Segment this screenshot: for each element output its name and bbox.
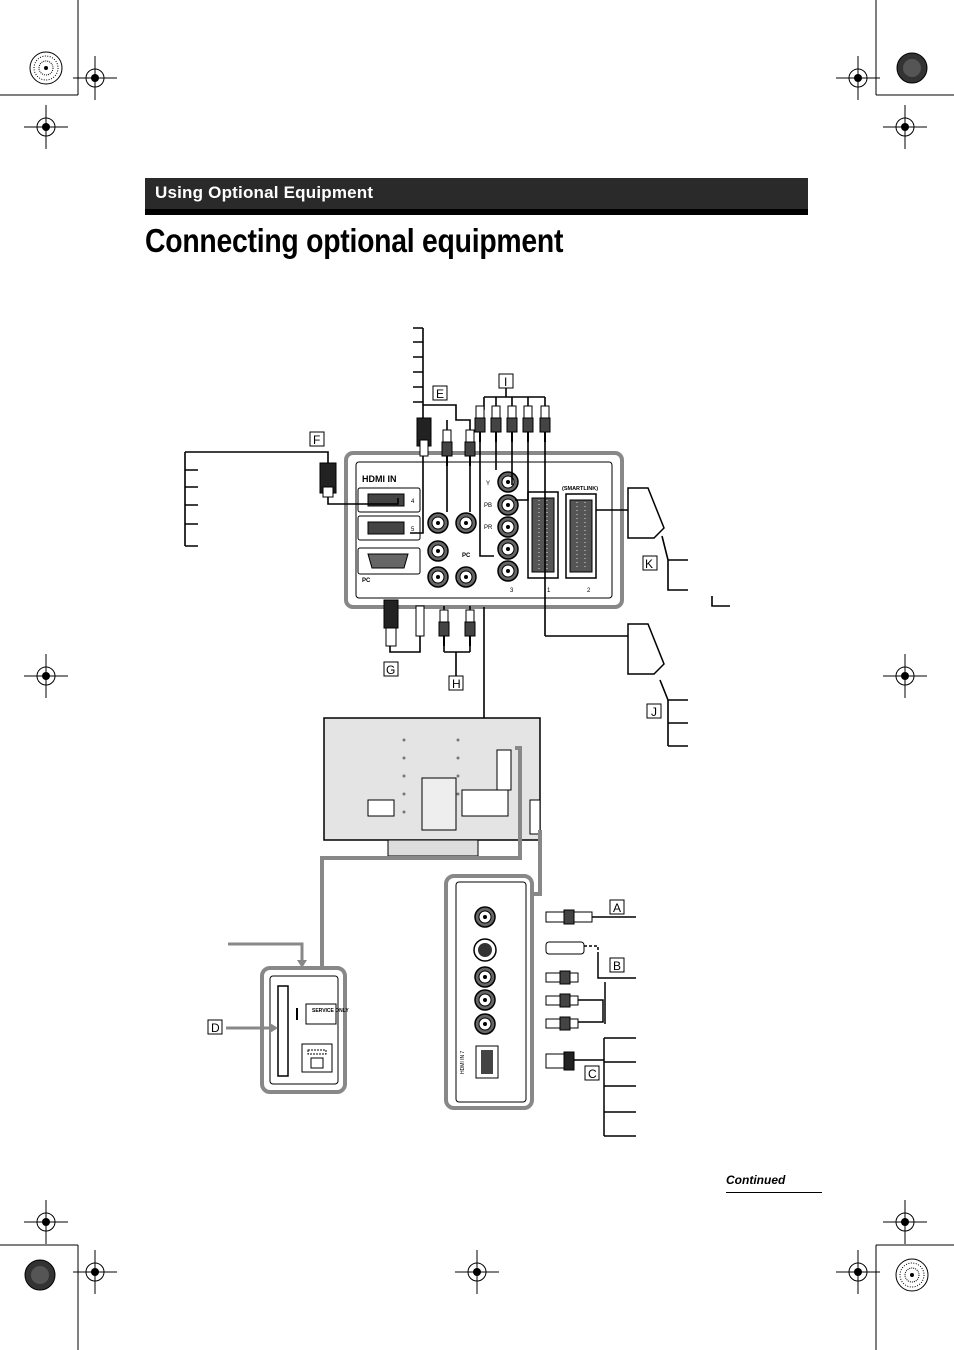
svg-text:PB: PB xyxy=(484,503,492,509)
hdmi-port-4: 4 xyxy=(357,487,421,513)
callout-f: F xyxy=(309,431,325,447)
callout-i: I xyxy=(498,373,514,389)
svg-text:A: A xyxy=(613,901,621,915)
svg-text:G: G xyxy=(386,663,395,677)
pc-audio-jack xyxy=(427,540,449,562)
svg-text:PR: PR xyxy=(484,525,493,531)
svg-text:C: C xyxy=(588,1067,597,1081)
svg-text:5: 5 xyxy=(411,527,415,533)
scart-2-smartlink-port: (SMARTLINK) 2 xyxy=(562,486,598,594)
svg-text:J: J xyxy=(651,705,657,719)
hdmi-port-7 xyxy=(475,1045,499,1079)
svg-text:E: E xyxy=(436,387,444,401)
svg-text:D: D xyxy=(211,1021,220,1035)
callout-e: E xyxy=(432,385,448,401)
service-arrows xyxy=(226,942,304,1030)
svg-text:F: F xyxy=(313,433,320,447)
video-in-jack xyxy=(474,966,496,988)
continued-note: Continued xyxy=(726,1173,786,1187)
svg-text:2: 2 xyxy=(587,588,591,594)
svg-text:I: I xyxy=(504,375,507,389)
rear-connector-panel: HDMI IN 4 5 PC PC Y PB PR 3 xyxy=(344,451,624,609)
audio-jack xyxy=(427,512,449,534)
page-title: Connecting optional equipment xyxy=(145,222,564,259)
audio-out-right-jack xyxy=(455,566,477,588)
svg-text:(SMARTLINK): (SMARTLINK) xyxy=(562,486,598,492)
audio-l-jack xyxy=(474,989,496,1011)
callout-b: B xyxy=(609,957,625,973)
callout-a: A xyxy=(609,899,625,915)
svg-text:SERVICE ONLY: SERVICE ONLY xyxy=(312,1008,349,1014)
component-pb-jack xyxy=(497,494,519,516)
audio-jack xyxy=(455,512,477,534)
hdmi-in-label: HDMI IN xyxy=(362,474,397,484)
scart-1-port: 1 xyxy=(527,491,559,594)
callout-labels: A B C D E F G H I J K xyxy=(207,373,662,1081)
svg-text:PC: PC xyxy=(462,553,471,559)
pc-vga-port: PC xyxy=(357,547,421,584)
cable-plugs xyxy=(319,405,665,675)
svg-text:H: H xyxy=(452,677,461,691)
svg-text:3: 3 xyxy=(510,588,514,594)
svg-text:Y: Y xyxy=(486,481,490,487)
registration-wheel-icon xyxy=(895,1258,929,1292)
component-y-jack xyxy=(497,471,519,493)
side-cables xyxy=(320,746,542,968)
callout-k: K xyxy=(642,555,658,571)
side-plugs xyxy=(545,909,593,1071)
registration-wheel-icon xyxy=(29,51,63,85)
section-header-bar: Using Optional Equipment xyxy=(145,178,808,215)
side-av-cables xyxy=(572,916,636,1137)
callout-j: J xyxy=(646,703,662,719)
callout-h: H xyxy=(448,675,464,691)
s-video-jack xyxy=(473,938,497,962)
audio-out-left-jack xyxy=(427,566,449,588)
component-audio-r-jack xyxy=(497,560,519,582)
hdmi-port-5: 5 xyxy=(357,515,421,541)
svg-text:K: K xyxy=(645,557,653,571)
audio-r-jack xyxy=(474,1013,496,1035)
svg-text:PC: PC xyxy=(362,578,371,584)
svg-text:B: B xyxy=(613,959,621,973)
svg-text:1: 1 xyxy=(547,588,551,594)
registration-dot-icon xyxy=(24,1259,56,1291)
callout-c: C xyxy=(584,1065,600,1081)
tv-rear-illustration xyxy=(323,717,541,857)
continued-rule xyxy=(726,1192,822,1193)
callout-d: D xyxy=(207,1019,223,1035)
service-slot-panel: SERVICE ONLY xyxy=(260,966,349,1094)
svg-text:4: 4 xyxy=(411,499,415,505)
svg-text:HDMI IN 7: HDMI IN 7 xyxy=(460,1050,466,1074)
component-pr-jack xyxy=(497,516,519,538)
section-header-text: Using Optional Equipment xyxy=(155,183,374,202)
registration-dot-icon xyxy=(896,52,928,84)
side-av-panel: HDMI IN 7 xyxy=(444,874,534,1110)
headphone-jack xyxy=(474,906,496,928)
callout-g: G xyxy=(383,661,399,677)
component-audio-l-jack xyxy=(497,538,519,560)
